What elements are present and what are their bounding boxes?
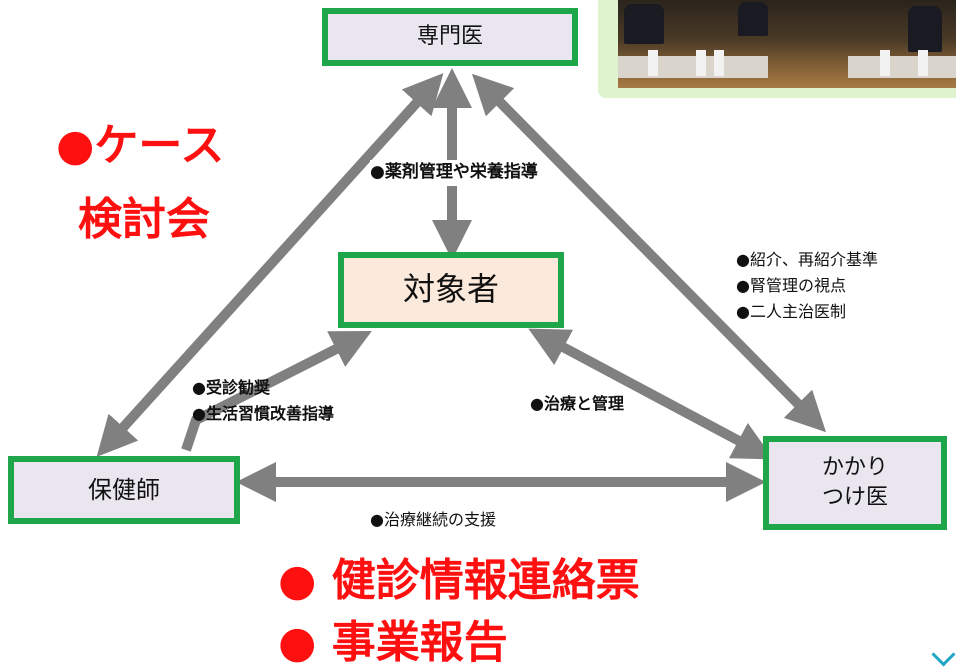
node-doctor-label-1: かかり <box>821 455 888 481</box>
label-nurse-doctor: ●治療継続の支援 <box>370 510 496 529</box>
photo-nameplate <box>918 50 928 76</box>
photo-nameplate <box>648 50 658 76</box>
arrow-nurse-target <box>181 330 372 452</box>
photo-person <box>624 4 664 44</box>
label-specialist-doctor-3: ●二人主治医制 <box>736 302 846 321</box>
node-doctor-label-2: つけ医 <box>821 485 888 510</box>
node-family-doctor: かかり つけ医 <box>763 436 947 530</box>
arrow-specialist-nurse <box>96 73 444 457</box>
photo-person <box>738 2 768 36</box>
label-nurse-target-2: ●生活習慣改善指導 <box>192 404 334 423</box>
node-specialist-label: 専門医 <box>416 24 483 50</box>
label-nurse-target-1: ●受診勧奨 <box>192 378 270 397</box>
arrow-target-doctor <box>528 328 774 460</box>
node-target: 対象者 <box>338 252 564 328</box>
photo-nameplate <box>714 50 724 76</box>
photo-desk <box>848 56 956 78</box>
label-target-doctor: ●治療と管理 <box>530 392 624 416</box>
label-specialist-doctor-1: ●紹介、再紹介基準 <box>736 250 878 269</box>
node-public-health-nurse: 保健師 <box>8 456 240 524</box>
case-conference-line2: 検討会 <box>78 194 210 245</box>
label-specialist-target: ●薬剤管理や栄養指導 <box>370 160 538 186</box>
project-report: ● 事業報告 <box>278 617 508 668</box>
case-conference-line1: ●ケース <box>56 120 225 171</box>
photo-nameplate <box>696 50 706 76</box>
checkup-info-form: ● 健診情報連絡票 <box>278 555 640 606</box>
photo-nameplate <box>880 50 890 76</box>
node-nurse-label: 保健師 <box>88 475 160 504</box>
node-target-label: 対象者 <box>402 270 499 309</box>
node-specialist: 専門医 <box>322 8 578 66</box>
photo-person <box>908 6 942 52</box>
meeting-photo <box>618 0 956 88</box>
label-specialist-doctor-2: ●腎管理の視点 <box>736 276 846 295</box>
